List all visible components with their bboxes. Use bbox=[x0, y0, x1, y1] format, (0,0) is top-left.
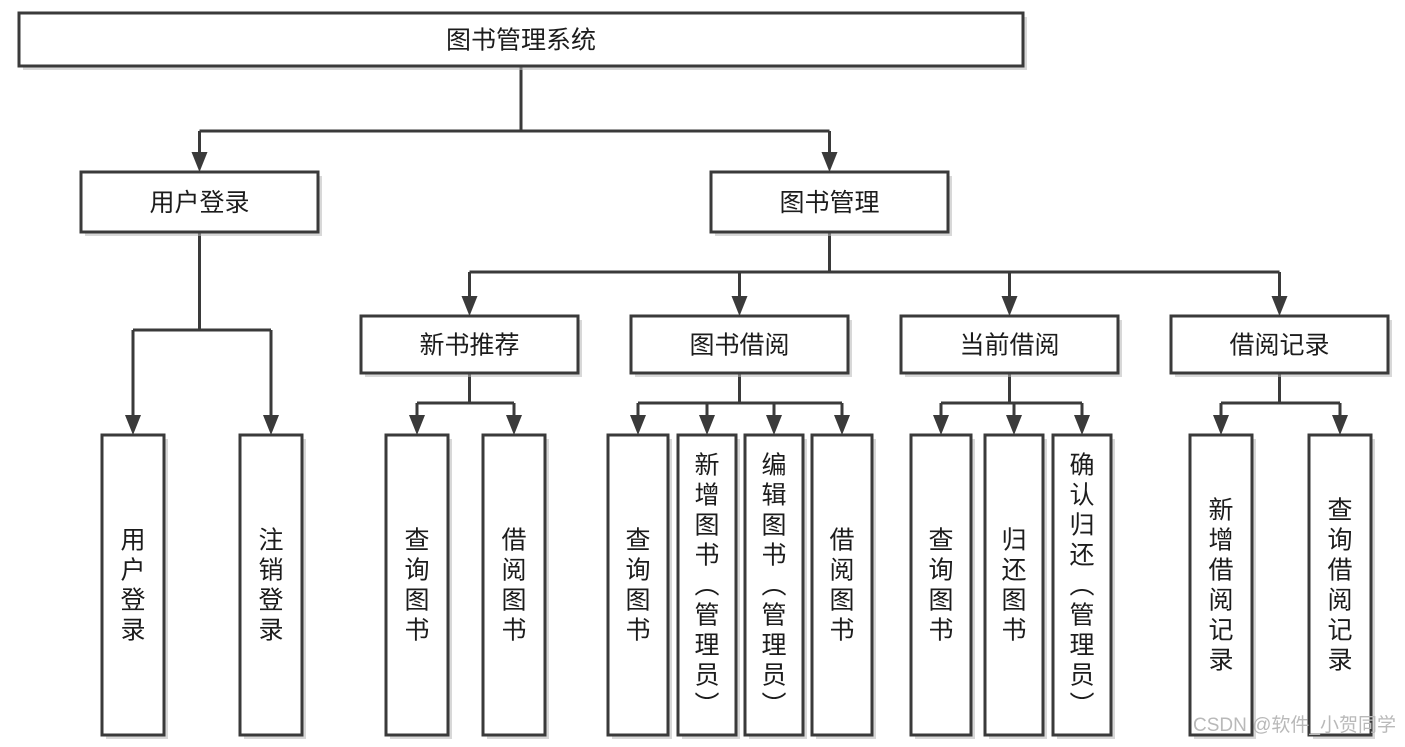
node-leaf-edit-book[interactable]: 编辑图书︵管理员︶ bbox=[743, 433, 807, 739]
arrow-head-icon bbox=[409, 415, 425, 435]
node-root[interactable]: 图书管理系统 bbox=[17, 11, 1027, 70]
arrow-head-icon bbox=[1001, 296, 1018, 316]
node-leaf-borrow-book-1[interactable]: 借阅图书 bbox=[481, 433, 549, 739]
node-leaf-query-book-3[interactable]: 查询图书 bbox=[909, 433, 975, 739]
csdn-watermark: CSDN @软件_小贺同学 bbox=[1193, 714, 1396, 736]
arrow-head-icon bbox=[699, 415, 715, 435]
node-label-leaf-add-book: 新增图书︵管理员︶ bbox=[694, 451, 719, 719]
node-label-leaf-borrow-book-1: 借阅图书 bbox=[501, 526, 526, 644]
arrow-head-icon bbox=[1271, 296, 1288, 316]
node-label-user-login: 用户登录 bbox=[149, 189, 249, 217]
node-leaf-query-record[interactable]: 查询借阅记录 bbox=[1307, 433, 1375, 739]
node-borrow-record[interactable]: 借阅记录 bbox=[1169, 314, 1392, 377]
node-label-leaf-query-book-1: 查询图书 bbox=[404, 526, 429, 644]
node-label-leaf-borrow-book-2: 借阅图书 bbox=[829, 526, 854, 644]
node-current-borrow[interactable]: 当前借阅 bbox=[899, 314, 1122, 377]
node-user-login[interactable]: 用户登录 bbox=[79, 170, 322, 236]
node-book-borrow[interactable]: 图书借阅 bbox=[629, 314, 852, 377]
arrow-head-icon bbox=[1006, 415, 1022, 435]
node-label-leaf-user-logout: 注销登录 bbox=[258, 526, 283, 644]
node-book-manage[interactable]: 图书管理 bbox=[709, 170, 952, 236]
node-leaf-add-record[interactable]: 新增借阅记录 bbox=[1188, 433, 1256, 739]
node-layer: 图书管理系统用户登录图书管理用户登录注销登录新书推荐查询图书借阅图书图书借阅查询… bbox=[17, 11, 1392, 739]
arrow-head-icon bbox=[731, 296, 748, 316]
node-leaf-borrow-book-2[interactable]: 借阅图书 bbox=[810, 433, 876, 739]
node-leaf-user-logout[interactable]: 注销登录 bbox=[238, 433, 306, 739]
node-label-leaf-query-record: 查询借阅记录 bbox=[1327, 496, 1352, 674]
node-leaf-query-book-2[interactable]: 查询图书 bbox=[606, 433, 672, 739]
node-label-leaf-confirm-return: 确认归还︵管理员︶ bbox=[1069, 451, 1094, 719]
node-label-new-book-recommend: 新书推荐 bbox=[419, 332, 519, 360]
node-label-book-borrow: 图书借阅 bbox=[689, 332, 789, 360]
node-leaf-confirm-return[interactable]: 确认归还︵管理员︶ bbox=[1051, 433, 1115, 739]
node-label-leaf-query-book-3: 查询图书 bbox=[928, 526, 953, 644]
arrow-head-icon bbox=[191, 152, 208, 172]
node-leaf-add-book[interactable]: 新增图书︵管理员︶ bbox=[676, 433, 740, 739]
arrow-head-icon bbox=[821, 152, 838, 172]
node-new-book-recommend[interactable]: 新书推荐 bbox=[359, 314, 582, 377]
connector-layer bbox=[125, 66, 1348, 435]
node-label-leaf-edit-book: 编辑图书︵管理员︶ bbox=[761, 451, 786, 719]
arrow-head-icon bbox=[461, 296, 478, 316]
arrow-head-icon bbox=[630, 415, 646, 435]
node-leaf-user-login[interactable]: 用户登录 bbox=[100, 433, 168, 739]
node-leaf-query-book-1[interactable]: 查询图书 bbox=[384, 433, 452, 739]
arrow-head-icon bbox=[834, 415, 850, 435]
node-label-current-borrow: 当前借阅 bbox=[959, 332, 1059, 360]
arrow-head-icon bbox=[263, 415, 279, 435]
node-label-root: 图书管理系统 bbox=[446, 27, 596, 55]
node-label-leaf-return-book: 归还图书 bbox=[1001, 526, 1026, 644]
node-label-borrow-record: 借阅记录 bbox=[1229, 332, 1329, 360]
arrow-head-icon bbox=[1332, 415, 1348, 435]
node-label-leaf-user-login: 用户登录 bbox=[120, 526, 145, 644]
node-label-leaf-query-book-2: 查询图书 bbox=[625, 526, 650, 644]
arrow-head-icon bbox=[1213, 415, 1229, 435]
arrow-head-icon bbox=[125, 415, 141, 435]
arrow-head-icon bbox=[1074, 415, 1090, 435]
arrow-head-icon bbox=[506, 415, 522, 435]
arrow-head-icon bbox=[766, 415, 782, 435]
node-leaf-return-book[interactable]: 归还图书 bbox=[983, 433, 1047, 739]
node-label-book-manage: 图书管理 bbox=[779, 189, 879, 217]
node-label-leaf-add-record: 新增借阅记录 bbox=[1208, 496, 1233, 674]
arrow-head-icon bbox=[933, 415, 949, 435]
